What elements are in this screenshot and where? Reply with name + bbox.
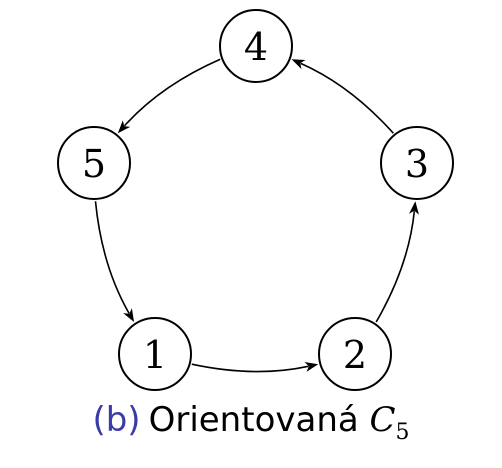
- caption-math-letter: C: [369, 400, 396, 440]
- edge-1-to-2: [191, 362, 319, 373]
- node-circle: [219, 9, 293, 83]
- edge-line: [191, 363, 309, 373]
- node-3: 3: [380, 126, 454, 200]
- node-circle: [57, 126, 131, 200]
- edge-5-to-1: [94, 201, 135, 322]
- caption-text: Orientovaná: [148, 400, 359, 440]
- edge-3-to-4: [291, 59, 394, 134]
- node-circle: [118, 317, 192, 391]
- edge-line: [123, 58, 221, 127]
- node-label: 4: [244, 25, 268, 69]
- caption-tag: (b): [92, 400, 141, 440]
- edge-line: [300, 62, 394, 134]
- edge-line: [94, 201, 130, 314]
- arrowhead-icon: [304, 362, 319, 372]
- node-4: 4: [219, 9, 293, 83]
- nodes-layer: 1 2 3 4 5: [57, 9, 454, 391]
- node-label: 5: [82, 142, 106, 186]
- node-label: 1: [143, 333, 167, 377]
- arrowhead-icon: [117, 120, 131, 134]
- arrowhead-icon: [409, 201, 419, 215]
- edge-2-to-3: [375, 201, 419, 323]
- caption-math-subscript: 5: [395, 420, 410, 445]
- edge-4-to-5: [117, 58, 221, 134]
- figure-caption: (b)Orientovaná C5: [0, 398, 502, 447]
- edge-line: [375, 211, 416, 323]
- node-label: 3: [405, 142, 429, 186]
- node-5: 5: [57, 126, 131, 200]
- node-1: 1: [118, 317, 192, 391]
- node-circle: [380, 126, 454, 200]
- caption-math-symbol: C5: [369, 400, 410, 445]
- node-label: 2: [343, 333, 367, 377]
- arrowhead-icon: [123, 308, 135, 322]
- node-circle: [318, 317, 392, 391]
- edges-layer: [94, 58, 419, 373]
- arrowhead-icon: [291, 59, 306, 70]
- node-2: 2: [318, 317, 392, 391]
